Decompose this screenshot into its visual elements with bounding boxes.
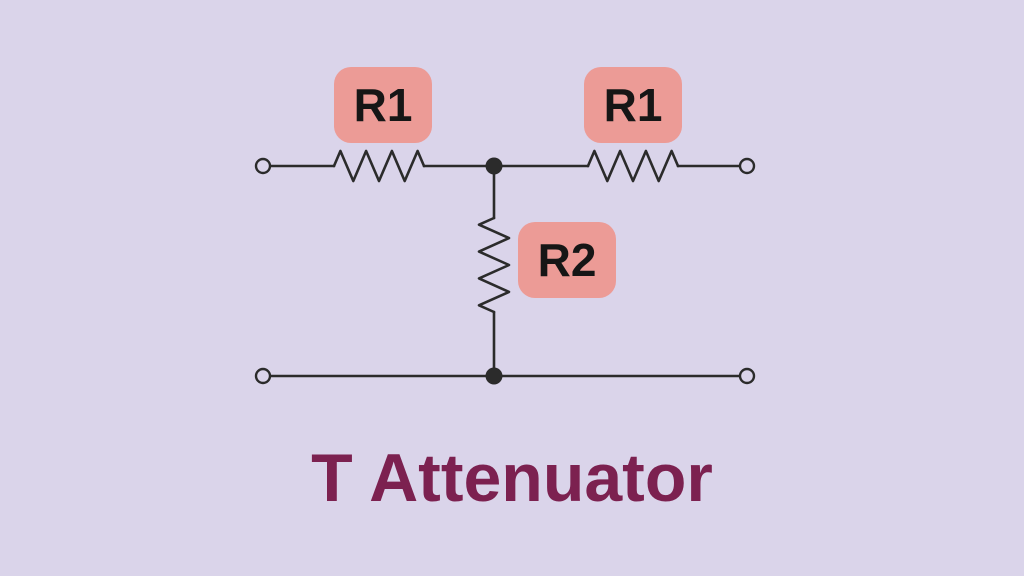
resistor-label-r1-left-text: R1 (353, 79, 413, 131)
terminal-top-left-icon (254, 157, 272, 175)
resistor-label-r1-right: R1 (584, 67, 682, 143)
terminal-top-right-icon (738, 157, 756, 175)
terminal-bottom-left-icon (254, 367, 272, 385)
resistor-label-r1-left: R1 (334, 67, 432, 143)
resistor-symbol-r1-right (586, 149, 680, 183)
resistor-label-r2-text: R2 (537, 234, 597, 286)
resistor-label-r1-right-text: R1 (603, 79, 663, 131)
junction-dot-top (485, 157, 503, 175)
resistor-label-r2: R2 (518, 222, 616, 298)
diagram-title: T Attenuator (311, 440, 713, 516)
junction-dot-bottom (485, 367, 503, 385)
resistor-symbol-r2 (477, 216, 511, 314)
terminal-bottom-right-icon (738, 367, 756, 385)
resistor-symbol-r1-left (332, 149, 426, 183)
